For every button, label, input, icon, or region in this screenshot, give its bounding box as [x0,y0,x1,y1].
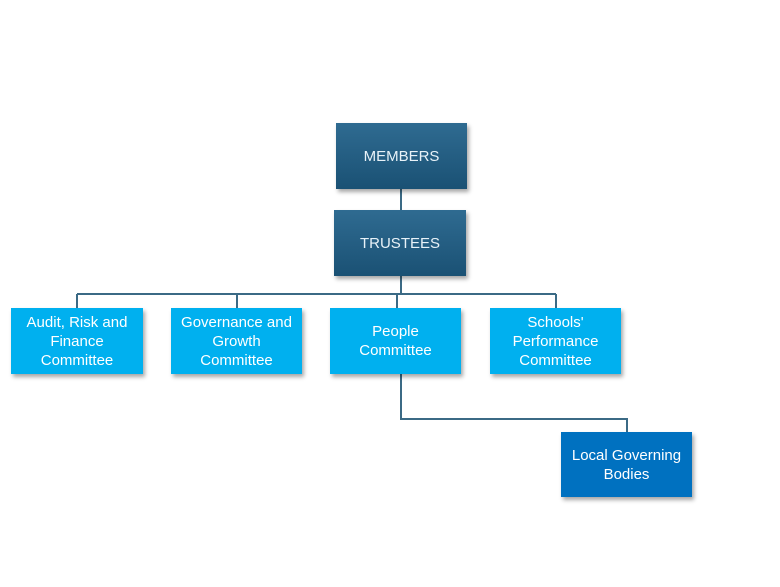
node-people[interactable]: People Committee [330,308,461,374]
node-governance-growth[interactable]: Governance and Growth Committee [171,308,302,374]
connector-people-lgb [400,374,628,432]
node-members[interactable]: MEMBERS [336,123,467,189]
node-audit-risk-finance[interactable]: Audit, Risk and Finance Committee [11,308,143,374]
node-local-governing-bodies[interactable]: Local Governing Bodies [561,432,692,497]
node-trustees[interactable]: TRUSTEES [334,210,466,276]
node-schools-performance[interactable]: Schools' Performance Committee [490,308,621,374]
